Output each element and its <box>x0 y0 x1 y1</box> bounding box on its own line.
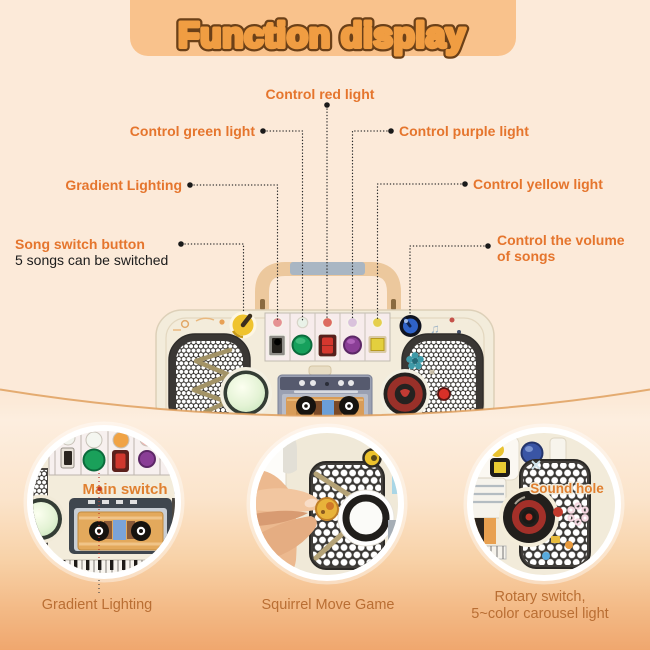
svg-text:Control red light: Control red light <box>266 86 375 102</box>
svg-text:of songs: of songs <box>497 248 556 264</box>
svg-text:Squirrel Move Game: Squirrel Move Game <box>262 597 395 613</box>
svg-text:Control the volume: Control the volume <box>497 232 625 248</box>
svg-text:5 songs can be switched: 5 songs can be switched <box>15 252 168 268</box>
svg-text:Control yellow light: Control yellow light <box>473 176 603 192</box>
svg-text:Control green light: Control green light <box>130 123 256 139</box>
svg-text:Sound hole: Sound hole <box>530 481 604 496</box>
svg-text:Control purple light: Control purple light <box>399 123 529 139</box>
svg-text:Song switch button: Song switch button <box>15 236 145 252</box>
svg-text:Gradient Lighting: Gradient Lighting <box>42 597 152 613</box>
svg-text:♫: ♫ <box>430 321 440 336</box>
svg-text:5~color carousel light: 5~color carousel light <box>471 606 608 622</box>
svg-text:Rotary switch,: Rotary switch, <box>494 589 585 605</box>
svg-text:Main switch: Main switch <box>82 481 167 498</box>
svg-text:Function display: Function display <box>178 16 466 55</box>
svg-text:Gradient Lighting: Gradient Lighting <box>65 177 182 193</box>
svg-text:Function display: Function display <box>178 16 466 55</box>
